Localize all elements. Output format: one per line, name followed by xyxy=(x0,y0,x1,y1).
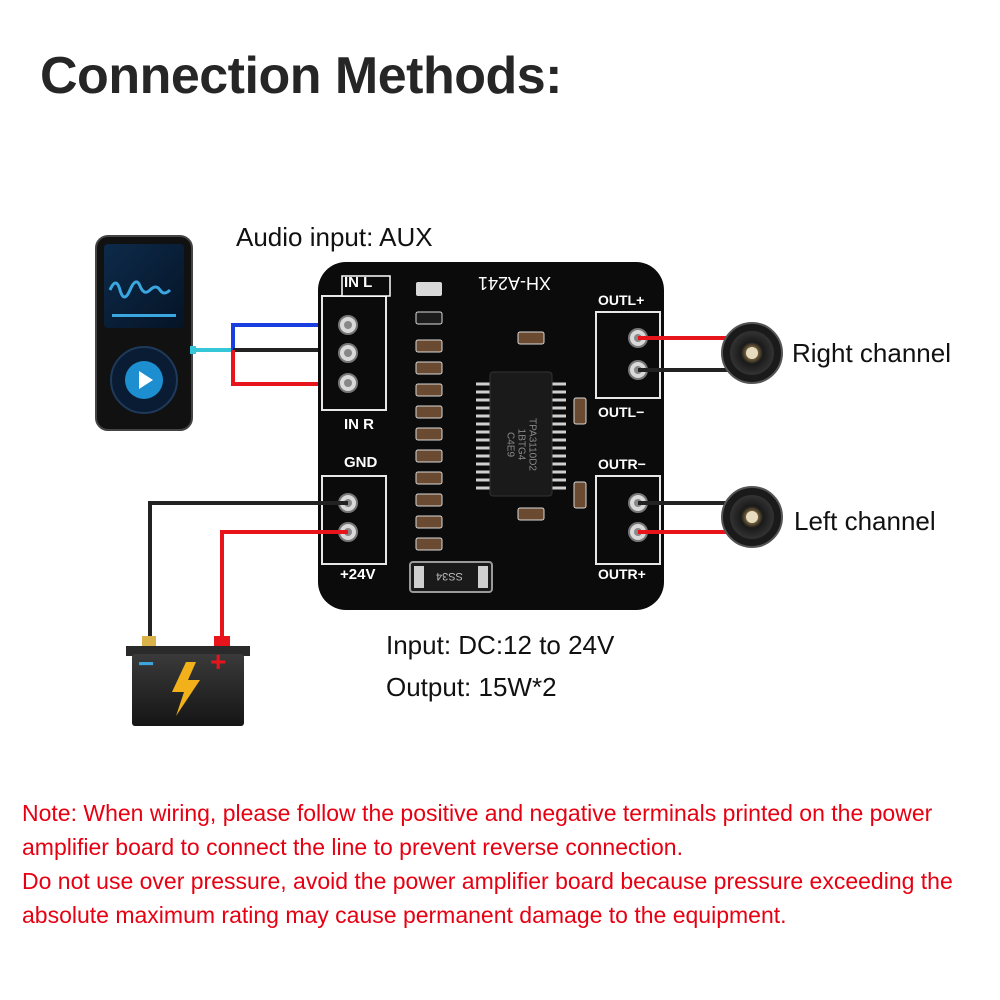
in-l-label: IN L xyxy=(344,274,373,291)
mp3-player-icon xyxy=(95,235,196,431)
note-line-2: Do not use over pressure, avoid the powe… xyxy=(22,868,953,928)
in-r-label: IN R xyxy=(344,416,374,433)
diode-marking: SS34 xyxy=(436,570,463,582)
battery-neg-sign: − xyxy=(138,648,155,679)
outl-neg-label: OUTL− xyxy=(598,404,645,420)
board-model: XH-A241 xyxy=(478,273,552,293)
left-speaker-icon xyxy=(721,486,783,548)
input-spec-label: Input: DC:12 to 24V xyxy=(386,630,615,660)
gnd-label: GND xyxy=(344,454,378,471)
chip-marking: TPA3110D2 1BTG4 C4E9 xyxy=(505,410,538,480)
battery-pos-sign: + xyxy=(210,646,227,677)
chip-line-3: C4E9 xyxy=(504,431,516,457)
amplifier-board xyxy=(318,262,664,610)
right-channel-label: Right channel xyxy=(792,338,951,368)
amplifier-chip-icon xyxy=(476,371,566,497)
output-spec-label: Output: 15W*2 xyxy=(386,672,557,702)
note-line-1: Note: When wiring, please follow the pos… xyxy=(22,800,933,860)
chip-line-1: TPA3110D2 xyxy=(526,418,538,471)
audio-input-label: Audio input: AUX xyxy=(236,222,433,252)
power-wires xyxy=(148,501,348,642)
chip-line-2: 1BTG4 xyxy=(515,428,527,461)
outr-pos-label: OUTR+ xyxy=(598,566,646,582)
battery-icon xyxy=(126,636,250,726)
right-speaker-icon xyxy=(721,322,783,384)
wiring-note: Note: When wiring, please follow the pos… xyxy=(22,796,982,932)
page-title: Connection Methods: xyxy=(40,47,563,105)
outl-pos-label: OUTL+ xyxy=(598,292,645,308)
outr-neg-label: OUTR− xyxy=(598,456,646,472)
v24-label: +24V xyxy=(340,566,376,583)
left-channel-label: Left channel xyxy=(794,506,936,536)
